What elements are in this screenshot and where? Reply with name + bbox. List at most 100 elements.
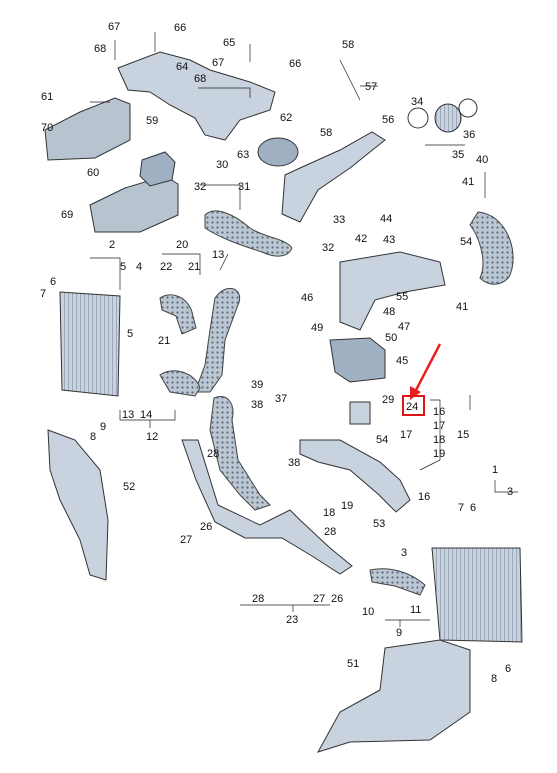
- throttle-body-69: [89, 175, 179, 233]
- callout-47: 47: [398, 321, 410, 333]
- callout-50: 50: [385, 332, 397, 344]
- callout-68: 68: [194, 73, 206, 85]
- throttle-body-70: [44, 97, 131, 161]
- callout-32: 32: [322, 242, 334, 254]
- callout-4: 4: [136, 261, 142, 273]
- callout-23: 23: [286, 614, 298, 626]
- callout-62: 62: [280, 112, 292, 124]
- callout-51: 51: [347, 658, 359, 670]
- callout-21: 21: [188, 261, 200, 273]
- callout-30: 30: [216, 159, 228, 171]
- callout-17: 17: [433, 420, 445, 432]
- callout-15: 15: [457, 429, 469, 441]
- air-guide-51: [316, 639, 471, 753]
- callout-49: 49: [311, 322, 323, 334]
- charge-pipe-15: [299, 439, 411, 513]
- callout-19: 19: [341, 500, 353, 512]
- callout-37: 37: [275, 393, 287, 405]
- highlight-arrow: [413, 343, 442, 393]
- callout-34: 34: [411, 96, 423, 108]
- callout-11: 11: [410, 604, 421, 616]
- callout-63: 63: [237, 149, 249, 161]
- callout-2: 2: [109, 239, 115, 251]
- callout-labels: 67 66 68 65 64 67 68 66 58 57 61 70 59 6…: [40, 21, 513, 685]
- callout-66: 66: [174, 22, 186, 34]
- callout-64: 64: [176, 61, 188, 73]
- callout-8: 8: [90, 431, 96, 443]
- callout-52: 52: [123, 481, 135, 493]
- callout-58: 58: [342, 39, 354, 51]
- callout-60: 60: [87, 167, 99, 179]
- housing-42: [339, 251, 446, 331]
- callout-26: 26: [200, 521, 212, 533]
- clamp-36b: [458, 98, 478, 118]
- actuator-60: [139, 151, 176, 187]
- callout-33: 33: [333, 214, 345, 226]
- callout-59: 59: [146, 115, 158, 127]
- callout-67: 67: [212, 57, 224, 69]
- callout-57: 57: [365, 81, 377, 93]
- clamp-34: [407, 107, 429, 129]
- callout-1: 1: [492, 464, 498, 476]
- callout-46: 46: [301, 292, 313, 304]
- callout-22: 22: [160, 261, 172, 273]
- callout-5: 5: [127, 328, 133, 340]
- callout-18: 18: [323, 507, 335, 519]
- air-guide-52: [47, 429, 109, 581]
- callout-31: 31: [238, 181, 250, 193]
- hose-20: [194, 287, 241, 393]
- callout-55: 55: [396, 291, 408, 303]
- callout-18: 18: [433, 434, 445, 446]
- callout-16: 16: [418, 491, 430, 503]
- callout-45: 45: [396, 355, 408, 367]
- hose-32: [204, 210, 293, 257]
- cap-62: [257, 137, 299, 167]
- callout-53: 53: [373, 518, 385, 530]
- callout-70: 70: [41, 122, 53, 134]
- callout-9: 9: [100, 421, 106, 433]
- callout-36: 36: [463, 129, 475, 141]
- callout-3: 3: [401, 547, 407, 559]
- callout-38: 38: [288, 457, 300, 469]
- sleeve-24: [349, 401, 371, 425]
- callout-42: 42: [355, 233, 367, 245]
- callout-28: 28: [324, 526, 336, 538]
- callout-48: 48: [383, 306, 395, 318]
- callout-41: 41: [456, 301, 468, 313]
- callout-13: 13: [122, 409, 134, 421]
- callout-5: 5: [120, 261, 126, 273]
- callout-19: 19: [433, 448, 445, 460]
- callout-29: 29: [382, 394, 394, 406]
- callout-66: 66: [289, 58, 301, 70]
- callout-21: 21: [158, 335, 170, 347]
- callout-32: 32: [194, 181, 206, 193]
- callout-39: 39: [251, 379, 263, 391]
- callout-68: 68: [94, 43, 106, 55]
- hose-37: [209, 396, 271, 511]
- callout-67: 67: [108, 21, 120, 33]
- charge-pipe-33: [281, 131, 386, 223]
- intake-manifold-59: [117, 51, 276, 141]
- callout-56: 56: [382, 114, 394, 126]
- callout-24-highlighted: 24: [406, 401, 418, 413]
- callout-38: 38: [251, 399, 263, 411]
- callout-69: 69: [61, 209, 73, 221]
- callout-13: 13: [212, 249, 224, 261]
- callout-12: 12: [146, 431, 158, 443]
- callout-27: 27: [313, 593, 325, 605]
- callout-17: 17: [400, 429, 412, 441]
- charge-pipe-23: [181, 439, 353, 575]
- parts-layer: [44, 51, 523, 753]
- callout-65: 65: [223, 37, 235, 49]
- highlight-arrowhead: [410, 386, 421, 400]
- callout-44: 44: [380, 213, 392, 225]
- callout-14: 14: [140, 409, 152, 421]
- callout-6: 6: [505, 663, 511, 675]
- hose-40: [469, 211, 514, 285]
- callout-28: 28: [252, 593, 264, 605]
- callout-7: 7: [458, 502, 464, 514]
- callout-9: 9: [396, 627, 402, 639]
- callout-26: 26: [331, 593, 343, 605]
- callout-58: 58: [320, 127, 332, 139]
